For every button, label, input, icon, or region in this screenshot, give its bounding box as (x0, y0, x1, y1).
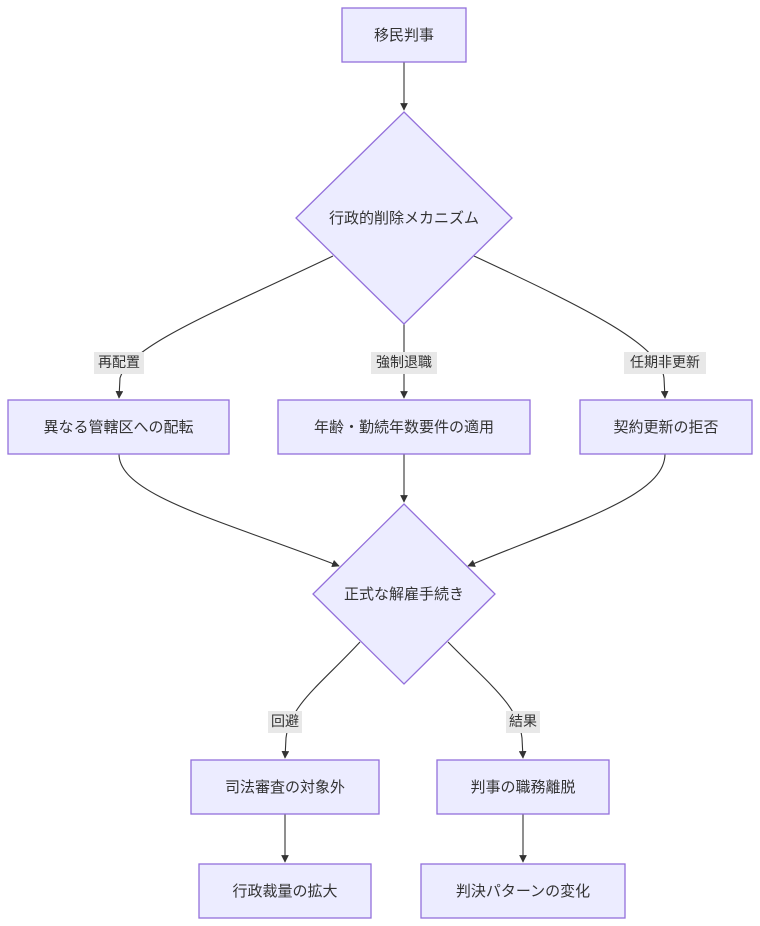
edge-label-text: 回避 (271, 714, 299, 730)
node-label: 判事の職務離脱 (470, 778, 575, 796)
decision-diamond (295, 111, 513, 325)
node-label: 司法審査の対象外 (225, 778, 345, 796)
edge-label-bg (624, 352, 706, 374)
node-transfer: 異なる管轄区への配転 (7, 399, 230, 455)
node-formal-dismissal: 正式な解雇手続き (312, 503, 496, 685)
edge-label-text: 再配置 (98, 355, 140, 371)
edge-label-reassignment: 再配置 (94, 352, 144, 374)
decision-diamond (312, 503, 496, 685)
node-removal-mechanism: 行政的削除メカニズム (295, 111, 513, 325)
node-judge-departure: 判事の職務離脱 (436, 759, 610, 815)
edge-label-avoidance: 回避 (268, 711, 302, 733)
edge-label-non-renewal: 任期非更新 (624, 352, 706, 374)
edge-label-bg (371, 352, 437, 374)
node-label: 判決パターンの変化 (456, 882, 590, 900)
node-box (420, 863, 626, 919)
edges (115, 62, 669, 863)
node-label: 契約更新の拒否 (613, 418, 718, 436)
node-box (277, 399, 531, 455)
node-box (198, 863, 372, 919)
node-immigration-judge: 移民判事 (341, 7, 467, 63)
edge-contract-to-dismissal (467, 453, 666, 567)
edge-label-text: 結果 (509, 714, 537, 730)
node-label: 年齢・勤続年数要件の適用 (314, 418, 494, 436)
node-box (436, 759, 610, 815)
edge-labels: 再配置 強制退職 任期非更新 回避 結果 (94, 352, 706, 733)
node-box (7, 399, 230, 455)
node-age-requirement: 年齢・勤続年数要件の適用 (277, 399, 531, 455)
node-label: 行政的削除メカニズム (329, 209, 479, 227)
edge-dismissal-to-departure (447, 641, 527, 759)
node-label: 移民判事 (374, 26, 434, 44)
node-no-judicial-review: 司法審査の対象外 (190, 759, 380, 815)
edge-label-bg (94, 352, 144, 374)
edge-mechanism-to-contract (473, 255, 669, 399)
edge-label-bg (268, 711, 302, 733)
node-label: 行政裁量の拡大 (232, 882, 337, 900)
edge-label-text: 任期非更新 (630, 355, 700, 371)
edge-label-forced-retirement: 強制退職 (371, 352, 437, 374)
edge-transfer-to-dismissal (118, 453, 340, 568)
node-expanded-discretion: 行政裁量の拡大 (198, 863, 372, 919)
edge-label-bg (506, 711, 540, 733)
node-contract-refusal: 契約更新の拒否 (579, 399, 753, 455)
edge-label-text: 強制退職 (376, 355, 432, 371)
edge-dismissal-to-no-review (281, 641, 361, 759)
node-ruling-change: 判決パターンの変化 (420, 863, 626, 919)
node-label: 正式な解雇手続き (344, 585, 464, 603)
edge-mechanism-to-transfer (115, 255, 334, 399)
node-box (579, 399, 753, 455)
node-box (341, 7, 467, 63)
edge-label-result: 結果 (506, 711, 540, 733)
node-box (190, 759, 380, 815)
node-label: 異なる管轄区への配転 (43, 418, 193, 436)
